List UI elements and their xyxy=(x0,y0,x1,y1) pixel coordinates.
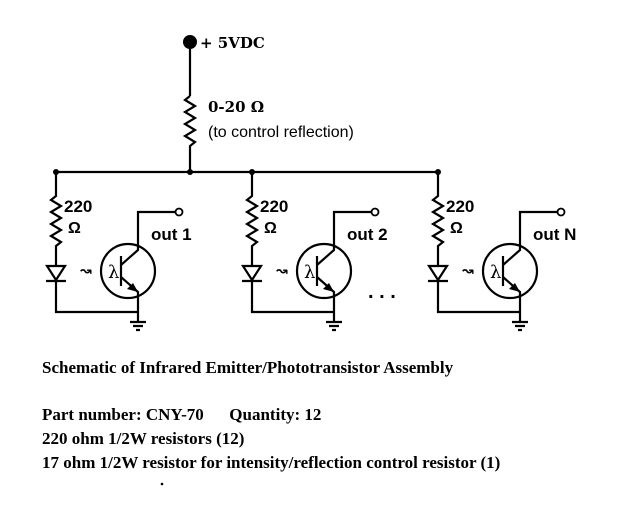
lambda-icon: λ xyxy=(304,262,315,283)
output-terminal xyxy=(174,207,184,217)
emitter-arrow-icon xyxy=(509,283,520,292)
stage-ellipsis: . . . xyxy=(368,281,396,303)
phototransistor-icon xyxy=(481,242,539,300)
led-wire xyxy=(54,262,138,314)
transistor-emitter xyxy=(120,276,140,322)
transistor-emitter xyxy=(316,276,336,322)
led-wire xyxy=(250,262,334,314)
stray-dot xyxy=(160,482,164,486)
stage-output-label: out N xyxy=(533,225,576,244)
ground-icon xyxy=(130,320,146,332)
stage-resistor xyxy=(430,172,446,262)
caption-resistor-line: 220 ohm 1/2W resistors (12) xyxy=(42,429,245,448)
supply-label: + 5VDC xyxy=(200,34,265,52)
transistor-emitter xyxy=(502,276,522,322)
emitter-arrow-icon xyxy=(323,283,334,292)
photon-arrow-icon: ↝ xyxy=(461,262,474,278)
ground-icon xyxy=(512,320,528,332)
top-resistor-note: (to control reflection) xyxy=(208,124,354,141)
caption-part-line: Part number: CNY-70 Quantity: 12 xyxy=(42,405,322,424)
lambda-icon: λ xyxy=(108,262,119,283)
caption-control-line: 17 ohm 1/2W resistor for intensity/refle… xyxy=(42,453,501,472)
stage-output-label: out 2 xyxy=(347,225,388,244)
rail-junction xyxy=(187,169,193,175)
output-terminal xyxy=(556,207,566,217)
stage-resistor xyxy=(244,172,260,262)
led-icon xyxy=(44,264,68,283)
lambda-icon: λ xyxy=(490,262,501,283)
stage-resistor-unit: Ω xyxy=(264,220,277,237)
output-terminal xyxy=(370,207,380,217)
stage-resistor-value: 220 xyxy=(64,197,92,216)
led-icon xyxy=(426,264,450,283)
led-icon xyxy=(240,264,264,283)
stage-resistor-value: 220 xyxy=(446,197,474,216)
phototransistor-icon xyxy=(99,242,157,300)
stage-resistor-unit: Ω xyxy=(68,220,81,237)
top-resistor-value: 0-20 Ω xyxy=(208,98,264,116)
led-wire xyxy=(436,262,520,314)
phototransistor-icon xyxy=(295,242,353,300)
transistor-collector xyxy=(120,210,176,266)
transistor-collector xyxy=(502,210,558,266)
photon-arrow-icon: ↝ xyxy=(79,262,92,278)
transistor-collector xyxy=(316,210,372,266)
ground-icon xyxy=(326,320,342,332)
caption-title: Schematic of Infrared Emitter/Phototrans… xyxy=(42,358,454,377)
emitter-arrow-icon xyxy=(127,283,138,292)
photon-arrow-icon: ↝ xyxy=(275,262,288,278)
stage-resistor xyxy=(48,172,64,262)
stage-resistor-value: 220 xyxy=(260,197,288,216)
top-resistor xyxy=(182,95,198,172)
stage-resistor-unit: Ω xyxy=(450,220,463,237)
stage-output-label: out 1 xyxy=(151,225,192,244)
